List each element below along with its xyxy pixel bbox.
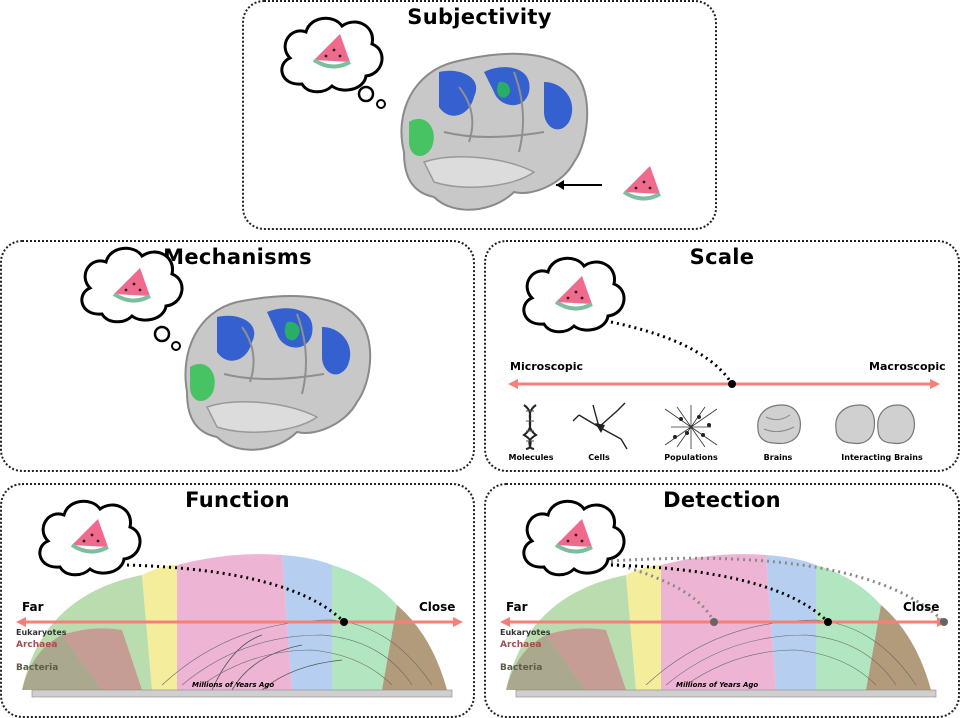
function-figure [16, 499, 463, 698]
mechanisms-figure [80, 246, 372, 451]
link-dotted [610, 563, 830, 624]
scale-item-molecules: Molecules [508, 453, 554, 462]
detection-title: Detection [663, 488, 781, 512]
mechanisms-panel: Mechanisms [0, 240, 475, 472]
detection-point [340, 618, 348, 626]
brain-icon [184, 295, 372, 451]
brain-icon [400, 52, 589, 211]
function-title: Function [185, 488, 290, 512]
watermelon-icon [622, 166, 661, 201]
detection-figure [500, 499, 948, 698]
brain-icon [757, 404, 801, 445]
scale-item-brains: Brains [763, 453, 793, 462]
thought-bubble-icon [280, 16, 386, 109]
mechanisms-title: Mechanisms [163, 245, 312, 269]
neuron-icon [572, 402, 628, 450]
subjectivity-panel: Subjectivity [242, 0, 717, 230]
stimulus-arrow [556, 180, 602, 190]
watermelon-icon [112, 268, 151, 303]
scale-item-populations: Populations [664, 453, 718, 462]
detection-panel: Detection [484, 483, 960, 718]
link-dotted-gray [610, 556, 946, 624]
detection-point [710, 618, 718, 626]
link-dotted [610, 320, 734, 385]
tree-label-bacteria: Bacteria [500, 663, 543, 673]
brain-icon [835, 404, 915, 445]
link-dotted-gray [610, 561, 716, 623]
scale-title: Scale [689, 245, 755, 269]
scale-panel: Scale [484, 240, 960, 472]
scale-figure [508, 256, 940, 450]
link-dotted [126, 563, 346, 624]
dna-icon [522, 404, 538, 450]
neuron-population-icon [664, 405, 718, 449]
scale-item-cells: Cells [588, 453, 610, 462]
detection-point [940, 618, 948, 626]
watermelon-icon [312, 34, 351, 69]
detection-point [824, 618, 832, 626]
scale-axis [508, 379, 940, 389]
tree-label-bacteria: Bacteria [16, 663, 59, 673]
detection-far-label: Far [506, 600, 528, 614]
watermelon-icon [554, 519, 593, 554]
scale-left-label: Microscopic [510, 360, 584, 373]
function-panel: Function [0, 483, 475, 718]
tree-label-eukaryotes: Eukaryotes [500, 628, 551, 637]
detection-close-label: Close [903, 600, 940, 614]
watermelon-icon [554, 276, 593, 311]
function-close-label: Close [419, 600, 456, 614]
tree-axis-title: Millions of Years Ago [192, 681, 275, 689]
subjectivity-title: Subjectivity [407, 5, 552, 29]
tree-label-archaea: Archaea [500, 640, 542, 650]
tree-of-life [506, 554, 937, 698]
subjectivity-figure [280, 16, 661, 211]
scale-item-interacting-brains: Interacting Brains [841, 453, 923, 462]
distance-axis [16, 617, 463, 627]
tree-label-eukaryotes: Eukaryotes [16, 628, 67, 637]
tree-axis-title: Millions of Years Ago [676, 681, 759, 689]
watermelon-icon [70, 519, 109, 554]
tree-of-life [22, 554, 453, 698]
tree-label-archaea: Archaea [16, 640, 58, 650]
scale-right-label: Macroscopic [869, 360, 946, 373]
function-far-label: Far [22, 600, 44, 614]
